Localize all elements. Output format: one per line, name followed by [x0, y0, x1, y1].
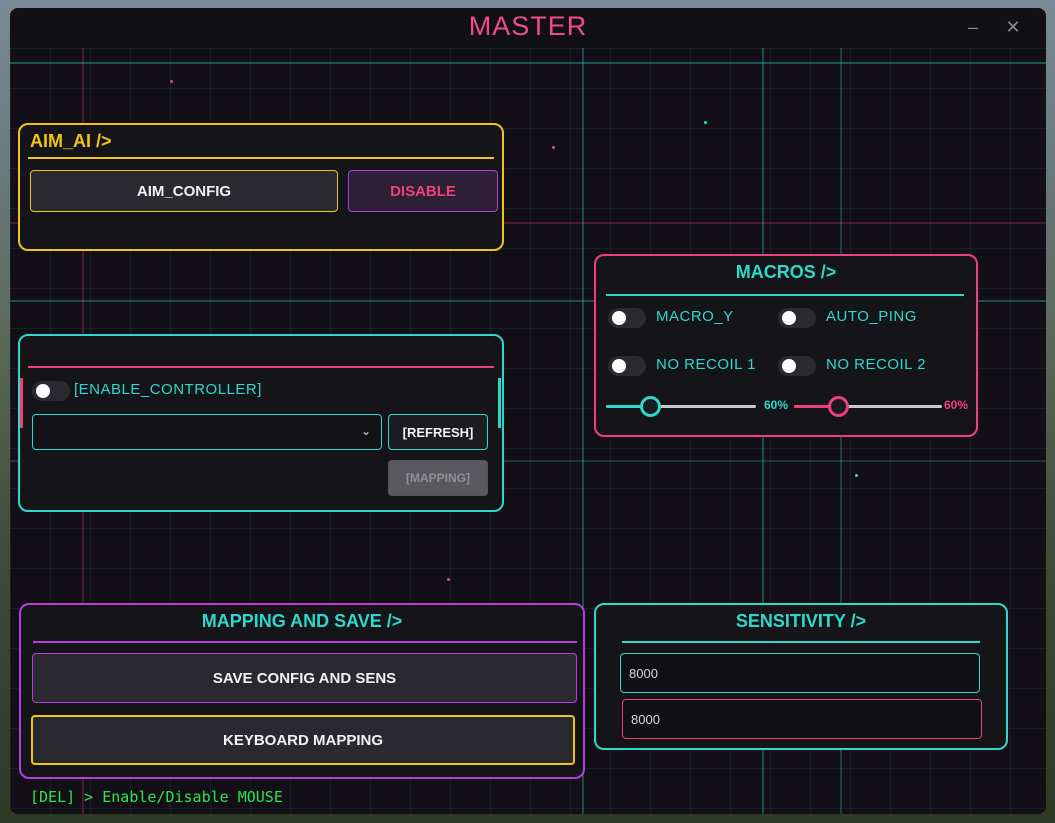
sensitivity-input-2-value: 8000 — [631, 711, 660, 727]
title-bar: MASTER – ✕ — [10, 8, 1046, 48]
sensitivity-panel: SENSITIVITY /> 8000 8000 — [594, 603, 1008, 750]
sensitivity-panel-divider — [622, 641, 980, 643]
auto-ping-label: AUTO_PING — [826, 308, 917, 325]
macros-panel-title: MACROS /> — [735, 262, 837, 282]
macros-panel-divider — [606, 294, 964, 296]
sensitivity-input-2[interactable]: 8000 — [622, 699, 982, 739]
slider-thumb[interactable] — [640, 396, 661, 417]
enable-controller-toggle[interactable] — [32, 381, 70, 401]
slider-thumb[interactable] — [828, 396, 849, 417]
macro-slider-2[interactable]: 60% — [794, 396, 968, 417]
mouse-toggle-hint: [DEL] > Enable/Disable MOUSE — [30, 788, 283, 806]
slider-fill — [794, 405, 830, 408]
toggle-knob — [612, 359, 626, 373]
aim-panel: AIM_AI /> AIM_CONFIG DISABLE — [18, 123, 504, 251]
enable-controller-label: [ENABLE_CONTROLLER] — [74, 381, 262, 398]
controller-left-accent — [20, 378, 23, 428]
controller-panel: [ENABLE_CONTROLLER] ⌄ [REFRESH] [MAPPING… — [18, 334, 504, 512]
sensitivity-input-1[interactable]: 8000 — [620, 653, 980, 693]
mapping-save-panel: MAPPING AND SAVE /> SAVE CONFIG AND SENS… — [19, 603, 585, 779]
auto-ping-toggle[interactable] — [778, 308, 816, 328]
macro-y-toggle[interactable] — [608, 308, 646, 328]
toggle-knob — [612, 311, 626, 325]
mapping-save-panel-divider — [33, 641, 577, 643]
toggle-knob — [782, 359, 796, 373]
save-config-button[interactable]: SAVE CONFIG AND SENS — [32, 653, 577, 703]
controller-right-accent — [498, 378, 501, 428]
slider-fill — [606, 405, 642, 408]
grid-glow-line — [10, 62, 1046, 64]
aim-panel-divider — [28, 157, 494, 159]
app-window: MASTER – ✕ AIM_AI /> AIM_CONFIG DISABLE … — [10, 8, 1046, 814]
mapping-save-panel-title: MAPPING AND SAVE /> — [201, 611, 403, 631]
grid-glow-line — [582, 48, 584, 814]
no-recoil-1-label: NO RECOIL 1 — [656, 356, 756, 373]
macros-panel: MACROS /> MACRO_Y AUTO_PING NO RECOIL 1 … — [594, 254, 978, 437]
window-title: MASTER — [468, 11, 588, 41]
controller-dropdown[interactable]: ⌄ — [32, 414, 382, 450]
controller-panel-divider — [28, 366, 494, 368]
chevron-down-icon: ⌄ — [360, 424, 371, 438]
aim-config-button[interactable]: AIM_CONFIG — [30, 170, 338, 212]
particle — [447, 578, 450, 581]
sensitivity-panel-title: SENSITIVITY /> — [735, 611, 867, 631]
grid-glow-line — [10, 222, 1046, 224]
no-recoil-2-label: NO RECOIL 2 — [826, 356, 926, 373]
macro-slider-2-value: 60% — [944, 398, 969, 412]
macro-y-label: MACRO_Y — [656, 308, 734, 325]
slider-track — [606, 405, 756, 408]
macro-slider-1-value: 60% — [764, 398, 789, 412]
grid-glow-line — [10, 460, 1046, 462]
minimize-icon[interactable]: – — [967, 17, 978, 37]
aim-disable-button[interactable]: DISABLE — [348, 170, 498, 212]
sensitivity-input-1-value: 8000 — [629, 665, 658, 681]
particle — [704, 121, 707, 124]
toggle-knob — [36, 384, 50, 398]
particle — [552, 146, 555, 149]
particle — [170, 80, 173, 83]
slider-track — [794, 405, 942, 408]
particle — [855, 474, 858, 477]
mapping-button[interactable]: [MAPPING] — [388, 460, 488, 496]
keyboard-mapping-button[interactable]: KEYBOARD MAPPING — [31, 715, 575, 765]
close-icon[interactable]: ✕ — [1005, 17, 1021, 37]
grid-glow-line — [10, 300, 1046, 302]
no-recoil-2-toggle[interactable] — [778, 356, 816, 376]
aim-panel-title: AIM_AI /> — [30, 131, 112, 151]
refresh-button[interactable]: [REFRESH] — [388, 414, 488, 450]
macro-slider-1[interactable]: 60% — [606, 396, 788, 417]
no-recoil-1-toggle[interactable] — [608, 356, 646, 376]
toggle-knob — [782, 311, 796, 325]
